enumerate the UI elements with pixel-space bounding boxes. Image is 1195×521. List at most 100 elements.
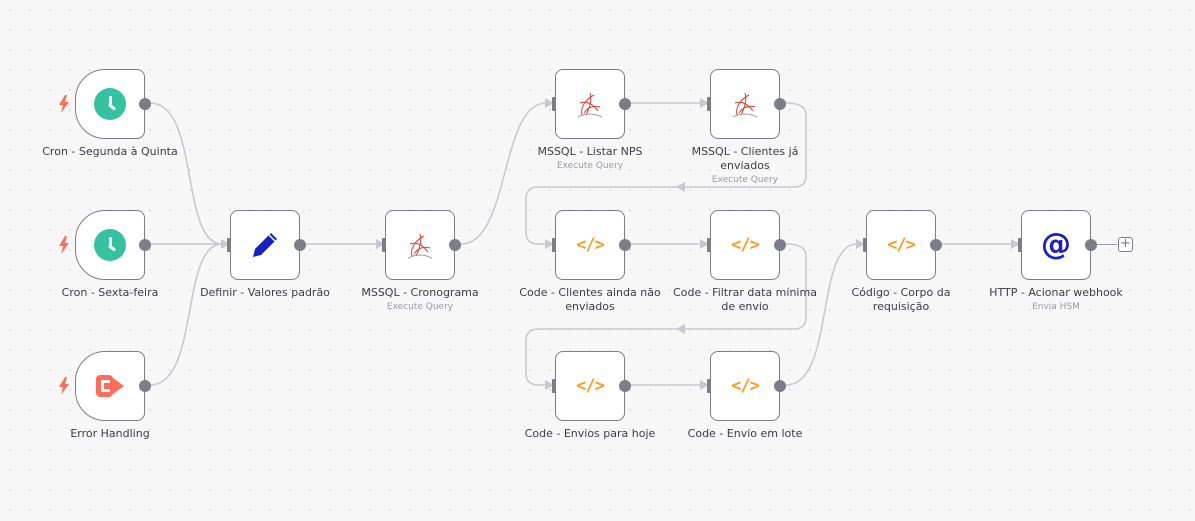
node-label: Cron - Sexta-feira	[61, 286, 159, 299]
output-handle[interactable]	[774, 239, 786, 251]
node-caption: MSSQL - Cronograma Execute Query	[345, 286, 495, 313]
node-card[interactable]	[75, 210, 145, 280]
trigger-bolt-icon	[59, 377, 69, 395]
node-label: HTTP - Acionar webhook	[989, 286, 1123, 299]
node-card[interactable]: </>	[555, 210, 625, 280]
code-icon: </>	[731, 376, 760, 396]
output-handle[interactable]	[139, 239, 151, 251]
output-handle[interactable]	[619, 239, 631, 251]
input-handle[interactable]	[707, 97, 712, 111]
input-handle[interactable]	[552, 97, 557, 111]
arrow-loop1	[676, 182, 685, 192]
mssql-icon	[732, 92, 758, 118]
output-handle[interactable]	[139, 98, 151, 110]
add-node-connector	[1097, 244, 1117, 245]
edge-cronog-listar	[460, 102, 547, 245]
input-handle[interactable]	[227, 238, 232, 252]
edge-cron1-definir	[149, 102, 223, 245]
node-card[interactable]: </>	[710, 210, 780, 280]
node-code-envio-em-lote[interactable]: </> Code - Envio em lote	[688, 351, 802, 440]
input-handle[interactable]	[1018, 238, 1023, 252]
clock-icon	[94, 88, 126, 120]
edge-filtrar-hoje	[525, 243, 807, 386]
arrow-corpo	[856, 239, 865, 249]
node-card[interactable]: </>	[866, 210, 936, 280]
at-icon: @	[1041, 227, 1071, 262]
node-card[interactable]: </>	[555, 351, 625, 421]
node-label: Code - Clientes ainda não enviados	[519, 286, 661, 313]
node-cron-sexta-feira[interactable]: Cron - Sexta-feira	[59, 210, 158, 299]
node-code-envios-para-hoje[interactable]: </> Code - Envios para hoje	[525, 351, 655, 440]
input-handle[interactable]	[382, 238, 387, 252]
edge-jaenv-aindan	[525, 102, 807, 245]
node-label: Cron - Segunda à Quinta	[42, 145, 178, 158]
node-http-acionar-webhook[interactable]: @ HTTP - Acionar webhook Envia HSM	[989, 210, 1123, 312]
output-handle[interactable]	[619, 98, 631, 110]
arrow-cronog	[376, 239, 385, 249]
code-icon: </>	[731, 235, 760, 255]
arrow-jaenv	[700, 98, 709, 108]
node-card[interactable]	[75, 69, 145, 139]
node-label: Code - Filtrar data mínima de envio	[673, 286, 817, 313]
node-cron-segunda-quinta[interactable]: Cron - Segunda à Quinta	[42, 69, 178, 158]
arrow-filtrar	[700, 239, 709, 249]
node-caption: Code - Clientes ainda não enviados	[515, 286, 665, 314]
output-handle[interactable]	[1085, 239, 1097, 251]
node-card[interactable]	[710, 69, 780, 139]
node-code-filtrar-data[interactable]: </> Code - Filtrar data mínima de envio	[673, 210, 817, 313]
node-caption: Code - Filtrar data mínima de envio	[670, 286, 820, 314]
output-handle[interactable]	[139, 380, 151, 392]
trigger-bolt-icon	[59, 236, 69, 254]
node-error-handling[interactable]: Error Handling	[59, 351, 151, 440]
node-caption: Código - Corpo da requisição	[826, 286, 976, 314]
node-card[interactable]: </>	[710, 351, 780, 421]
node-codigo-corpo-requisicao[interactable]: </> Código - Corpo da requisição	[852, 210, 951, 313]
input-handle[interactable]	[707, 379, 712, 393]
output-handle[interactable]	[930, 239, 942, 251]
node-label: MSSQL - Clientes já enviados	[691, 145, 799, 172]
trigger-bolt-icon	[59, 95, 69, 113]
node-card[interactable]	[555, 69, 625, 139]
input-handle[interactable]	[552, 379, 557, 393]
input-handle[interactable]	[863, 238, 868, 252]
code-icon: </>	[576, 376, 605, 396]
error-trigger-icon	[96, 375, 124, 397]
input-handle[interactable]	[552, 238, 557, 252]
output-handle[interactable]	[774, 98, 786, 110]
node-label: Code - Envio em lote	[687, 427, 803, 440]
node-mssql-listar-nps[interactable]: MSSQL - Listar NPS Execute Query	[537, 69, 643, 171]
node-subtitle: Execute Query	[556, 161, 624, 171]
node-label: Code - Envios para hoje	[524, 427, 656, 440]
output-handle[interactable]	[449, 239, 461, 251]
node-caption: Cron - Sexta-feira	[35, 286, 185, 300]
node-label: MSSQL - Cronograma	[361, 286, 479, 299]
pencil-icon	[253, 233, 277, 257]
node-code-clientes-ainda-nao-enviados[interactable]: </> Code - Clientes ainda não enviados	[519, 210, 661, 313]
arrow-definir	[221, 239, 230, 249]
arrow-aindan	[545, 239, 554, 249]
node-caption: Cron - Segunda à Quinta	[35, 145, 185, 159]
node-mssql-clientes-ja-enviados[interactable]: MSSQL - Clientes já enviados Execute Que…	[692, 69, 798, 185]
node-subtitle: Execute Query	[711, 175, 779, 185]
arrow-loop2	[676, 324, 685, 334]
node-caption: HTTP - Acionar webhook Envia HSM	[981, 286, 1131, 313]
node-card[interactable]	[230, 210, 300, 280]
node-caption: MSSQL - Listar NPS Execute Query	[515, 145, 665, 172]
node-label: Código - Corpo da requisição	[851, 286, 951, 313]
output-handle[interactable]	[619, 380, 631, 392]
code-icon: </>	[887, 235, 916, 255]
add-node-button[interactable]: +	[1118, 237, 1133, 252]
node-card[interactable]: @	[1021, 210, 1091, 280]
edge-lote-corpo	[785, 243, 858, 386]
node-card[interactable]	[385, 210, 455, 280]
node-label: Definir - Valores padrão	[200, 286, 330, 299]
node-card[interactable]	[75, 351, 145, 421]
code-icon: </>	[576, 235, 605, 255]
arrow-lote	[700, 380, 709, 390]
output-handle[interactable]	[294, 239, 306, 251]
node-definir-valores[interactable]: Definir - Valores padrão	[200, 210, 330, 299]
input-handle[interactable]	[707, 238, 712, 252]
node-mssql-cronograma[interactable]: MSSQL - Cronograma Execute Query	[361, 210, 479, 312]
output-handle[interactable]	[774, 380, 786, 392]
